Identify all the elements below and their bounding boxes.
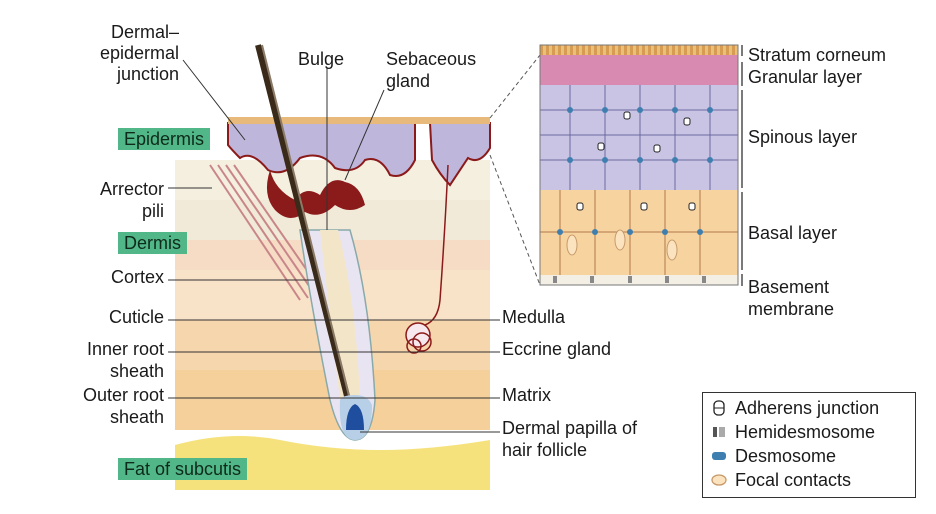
bulge-label: Bulge [298, 49, 345, 69]
stratum-corneum-label: Stratum corneum [748, 45, 887, 65]
dermis-tag: Dermis [118, 232, 187, 254]
legend-label-adherens: Adherens junction [735, 397, 880, 418]
medulla-label: Medulla [502, 307, 566, 327]
granular-layer-label: Granular layer [748, 67, 863, 87]
legend-label-desmosome: Desmosome [735, 445, 837, 466]
epidermis-right-segment [428, 122, 491, 187]
epidermis-magnified-inset [539, 44, 739, 286]
legend-item-adherens: Adherens junction [711, 397, 879, 419]
legend-item-hemidesmosome: Hemidesmosome [711, 421, 875, 443]
sebaceous-gland [266, 170, 365, 219]
dermal-papilla [346, 404, 364, 430]
legend-item-focal-contacts: Focal contacts [711, 469, 851, 491]
legend-label-focal-contacts: Focal contacts [735, 469, 852, 490]
desmosome-icon [712, 452, 726, 460]
dermal-papilla-label: Dermal papilla of hair follicle [502, 418, 638, 460]
basal-layer-label: Basal layer [748, 223, 838, 243]
legend-label-hemidesmosome: Hemidesmosome [735, 421, 876, 442]
epidermis-layer [227, 122, 416, 177]
legend: Adherens junction Hemidesmosome Desmosom… [702, 392, 916, 498]
stratum-corneum-strip [228, 117, 490, 124]
inset-granular-layer [540, 55, 738, 85]
spinous-layer-label: Spinous layer [748, 127, 858, 147]
leader-lines [168, 59, 500, 433]
hair-follicle [255, 44, 376, 441]
outer-root-sheath-label: Outer root sheath [82, 385, 164, 427]
sebaceous-gland-label: Sebaceous gland [386, 49, 477, 91]
arrector-pili-label: Arrector pili [99, 179, 164, 221]
fat-of-subcutis-tag: Fat of subcutis [118, 458, 248, 480]
eccrine-gland-label: Eccrine gland [502, 339, 612, 359]
hemidesmosome-icon [713, 427, 725, 437]
matrix-label: Matrix [502, 385, 551, 405]
basement-membrane-label: Basement membrane [748, 277, 835, 319]
cortex-label: Cortex [110, 267, 164, 287]
subcutis-fat-layer [175, 436, 490, 490]
cuticle-label: Cuticle [108, 307, 164, 327]
legend-item-desmosome: Desmosome [711, 445, 836, 467]
inset-stratum-corneum [540, 45, 738, 55]
epidermis-tag: Epidermis [118, 128, 211, 150]
inner-root-sheath-label: Inner root sheath [86, 339, 164, 381]
eccrine-gland [405, 164, 449, 354]
dermal-epidermal-junction-label: Dermal– epidermal junction [100, 22, 180, 84]
inset-basement-membrane [540, 275, 738, 285]
adherens-junction-icon [713, 400, 725, 416]
zoom-lines [489, 54, 541, 286]
focal-contact-icon [711, 474, 727, 486]
inset-spinous-layer [540, 85, 738, 190]
